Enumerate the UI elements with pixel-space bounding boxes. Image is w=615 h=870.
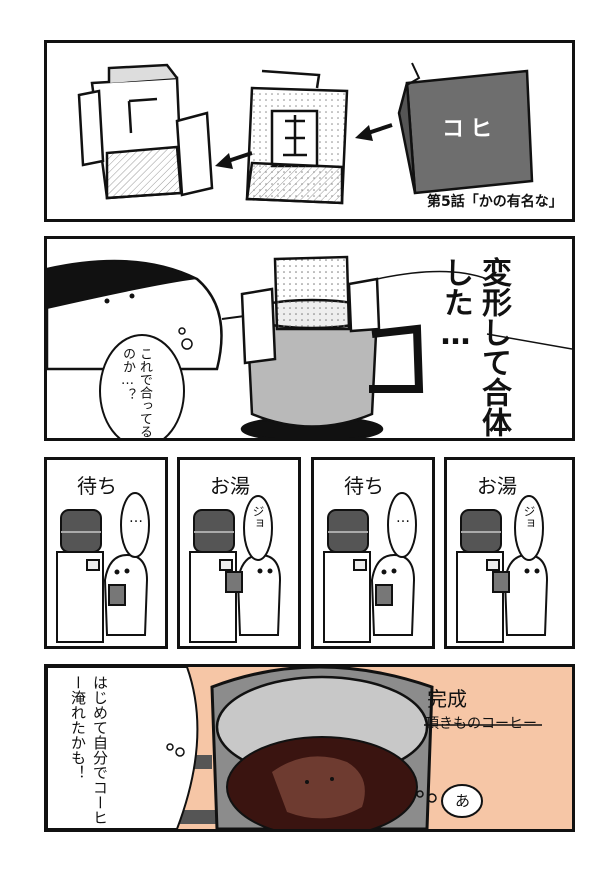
panel-4: はじめて自分でコーヒー淹れたかも！ 完成 頂きものコーヒー あ	[44, 664, 575, 832]
drip-filter-packet	[245, 69, 349, 205]
frame-label: お湯	[210, 474, 250, 498]
frame-label: お湯	[477, 474, 517, 498]
panel-3-frame-3: 待ち …	[311, 457, 435, 649]
narration-text: 変形して合体した…	[438, 257, 511, 437]
panel-1: コヒ 第5話「かの有名な」	[44, 40, 575, 222]
mug-with-filter	[240, 255, 424, 438]
frame-bubble-text: …	[395, 510, 411, 526]
frame-label: 待ち	[344, 474, 384, 498]
package-label: コヒ	[442, 117, 499, 142]
panel-3-frame-4: お湯 ジョ	[444, 457, 575, 649]
frame-bubble-text: ジョ	[251, 505, 265, 529]
water-server-scene	[56, 492, 150, 643]
frame-label: 待ち	[77, 474, 117, 498]
panel-3-frame-2: お湯 ジョ	[177, 457, 301, 649]
complete-title: 完成	[427, 687, 467, 711]
panel-4-art	[47, 667, 542, 829]
panel-2: 変形して合体した… これで合ってるのか…？	[44, 236, 575, 441]
speech-left-text: はじめて自分でコーヒー淹れたかも！	[69, 675, 109, 825]
frame-bubble-text: ジョ	[522, 505, 536, 529]
speech-bubble-left	[47, 667, 199, 829]
panel-2-art	[47, 255, 572, 438]
episode-caption: 第5話「かの有名な」	[427, 194, 563, 210]
water-server-scene	[189, 495, 282, 643]
drip-filter-open	[77, 63, 214, 200]
water-server-scene	[323, 492, 417, 643]
small-bubble-text: あ	[455, 792, 471, 810]
frame-bubble-text: …	[128, 510, 144, 526]
panel-1-art	[77, 62, 534, 205]
panel-3-row: 待ち … お湯	[44, 457, 575, 649]
small-bubble	[441, 784, 483, 818]
complete-subtitle: 頂きものコーヒー	[425, 716, 537, 732]
coffee-package	[397, 62, 534, 195]
speech-bubble	[99, 334, 185, 438]
water-server-scene	[456, 495, 549, 643]
reflection-face	[272, 756, 365, 819]
panel-3-frame-1: 待ち …	[44, 457, 168, 649]
speech-text: これで合ってるのか…？	[120, 347, 152, 438]
